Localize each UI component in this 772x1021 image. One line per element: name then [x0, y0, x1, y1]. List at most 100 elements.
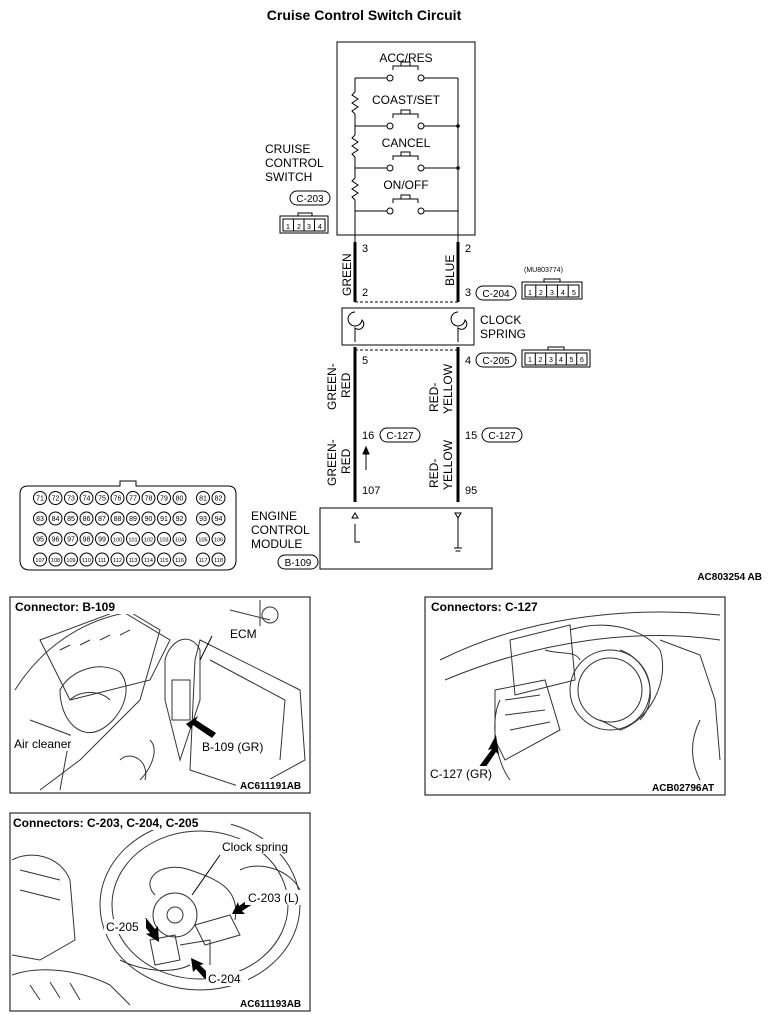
right-pin-switch: 2 [465, 243, 471, 255]
ecm-pin-number: 97 [67, 537, 75, 544]
ecm-pin-number: 110 [82, 558, 91, 564]
ecm-pin [48, 552, 63, 567]
ecm-pin [110, 491, 125, 505]
panel-c203-callout-c203: C-203 (L) [248, 891, 299, 905]
right-wire-color-top: BLUE [443, 255, 457, 286]
ecm-pin [172, 552, 187, 567]
ecm-pin [196, 491, 210, 505]
c205-label: C-205 [482, 356, 510, 367]
panel-b109-heading: Connector: B-109 [15, 600, 115, 614]
left-wire-color-mid-2: RED [339, 372, 353, 398]
acc-res-label: ACC/RES [379, 51, 432, 65]
panel-c203-callout-c204: C-204 [208, 972, 241, 986]
ecm-pin [64, 491, 78, 505]
ecm-pin-number: 105 [198, 538, 207, 544]
ecm-pin-number: 71 [36, 496, 44, 503]
ecm-pin [141, 491, 156, 505]
page-title: Cruise Control Switch Circuit [267, 7, 462, 23]
clock-spring-coil-left [347, 311, 365, 342]
panel-b109-callout-conn: B-109 (GR) [202, 740, 263, 754]
resistor-ladder [351, 78, 459, 242]
svg-text:4: 4 [559, 357, 563, 364]
svg-text:2: 2 [539, 290, 543, 297]
right-pin-c127: 15 [465, 430, 477, 442]
b109-label: B-109 [285, 558, 312, 569]
ecm-pin-number: 72 [52, 496, 60, 503]
ecm-pin [141, 532, 156, 546]
ecm-pin-number: 98 [83, 537, 91, 544]
ecm-pin-number: 77 [129, 496, 137, 503]
clock-spring-label-2: SPRING [480, 327, 526, 341]
ecm-pin-number: 74 [83, 496, 91, 503]
ecm-pin [157, 552, 171, 567]
ecm-pin [64, 552, 78, 567]
right-wire-color-mid-1: RED- [427, 383, 441, 412]
ecm-box [319, 507, 493, 570]
ecm-pin [126, 511, 140, 526]
ecm-pin-number: 89 [129, 516, 137, 523]
ecm-pin-number: 93 [199, 516, 207, 523]
ecm-pin [172, 491, 187, 505]
ecm-pin [196, 552, 210, 567]
ecm-pin [79, 532, 94, 546]
ecm-pin [172, 532, 187, 546]
svg-text:3: 3 [550, 290, 554, 297]
c203-badge [289, 190, 331, 206]
svg-text:1: 1 [286, 224, 290, 231]
ecm-pin [110, 552, 125, 567]
panel-b109-callout-ecm: ECM [230, 627, 257, 641]
ecm-name-3: MODULE [251, 537, 302, 551]
diagram-reference: AC803254 AB [697, 572, 762, 583]
svg-text:4: 4 [561, 290, 565, 297]
svg-text:2: 2 [539, 357, 543, 364]
ecm-pin-number: 113 [129, 558, 138, 564]
switch-name-2: CONTROL [265, 156, 324, 170]
ecm-pin [79, 552, 94, 567]
ecm-input-symbols [351, 512, 462, 552]
panel-c127-heading: Connectors: C-127 [431, 600, 538, 614]
ecm-pin [33, 511, 47, 526]
ecm-pin [157, 491, 171, 505]
ecm-pin [95, 491, 109, 505]
panel-c203-callout-c205: C-205 [106, 920, 139, 934]
ecm-pin-number: 78 [145, 496, 153, 503]
left-wire-color-top: GREEN [340, 253, 354, 296]
svg-text:6: 6 [580, 357, 584, 364]
left-pin-switch: 3 [362, 243, 368, 255]
ecm-name-1: ENGINE [251, 509, 297, 523]
clock-spring-box [341, 307, 475, 346]
c205-badge [475, 352, 517, 368]
ecm-pin-number: 106 [214, 538, 223, 544]
ecm-pin-number: 96 [52, 537, 60, 544]
clock-spring-coil-right [450, 311, 468, 342]
ecm-pin [95, 511, 109, 526]
signal-direction-arrow [362, 445, 370, 470]
right-pin-ecm: 95 [465, 485, 477, 497]
ecm-pin-number: 79 [160, 496, 168, 503]
ecm-pin [157, 511, 171, 526]
panel-c203-callout-clock: Clock spring [222, 840, 288, 854]
c127-right-badge [481, 427, 523, 443]
panel-c203-ref: AC611193AB [240, 999, 301, 1010]
ecm-pin [48, 532, 63, 546]
c127-left-badge [379, 427, 421, 443]
ecm-name-2: CONTROL [251, 523, 310, 537]
ecm-pin-number: 109 [66, 558, 75, 564]
svg-text:5: 5 [572, 290, 576, 297]
c204-part-number: (MU803774) [524, 267, 563, 274]
ecm-pin [48, 511, 63, 526]
ecm-pin-number: 92 [176, 516, 184, 523]
ecm-pin [126, 491, 140, 505]
ecm-pin-number: 99 [98, 537, 106, 544]
ecm-pin-number: 81 [199, 496, 207, 503]
ecm-pin-number: 114 [144, 558, 153, 564]
ecm-pin-number: 95 [36, 537, 44, 544]
left-pin-clock-in: 2 [362, 287, 368, 299]
switch-contacts [355, 61, 458, 215]
switch-box [336, 41, 476, 236]
ecm-pin [110, 532, 125, 546]
panel-c203-heading: Connectors: C-203, C-204, C-205 [13, 816, 199, 830]
ecm-pin [95, 552, 109, 567]
